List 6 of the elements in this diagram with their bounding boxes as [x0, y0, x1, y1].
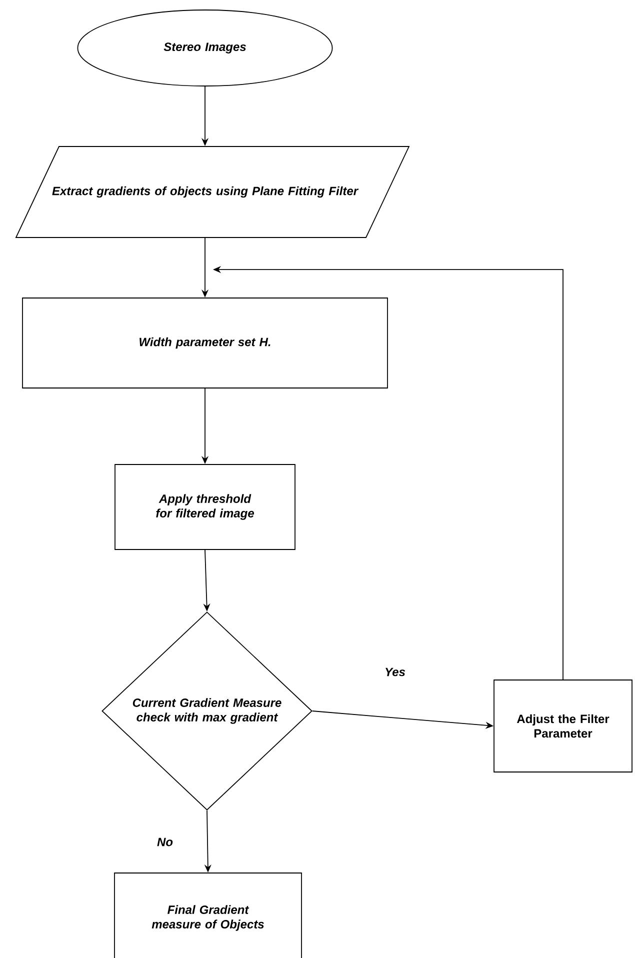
process-box: Width parameter set H. — [22, 298, 388, 388]
process-box: Adjust the Filter Parameter — [494, 680, 632, 772]
edge-label: Yes — [384, 666, 406, 678]
edge-label: No — [156, 836, 174, 848]
end-box: Final Gradient measure of Objects — [114, 872, 302, 958]
process-box: Apply threshold for filtered image — [114, 464, 296, 550]
